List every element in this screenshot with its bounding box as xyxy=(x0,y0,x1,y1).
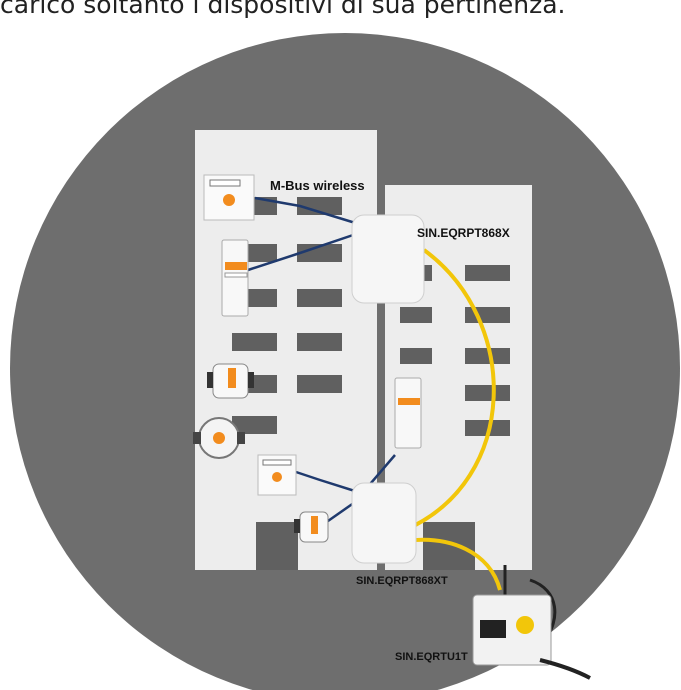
label-mbus-wireless: M-Bus wireless xyxy=(270,178,365,193)
water-meter-2 xyxy=(294,511,329,543)
door-left xyxy=(256,522,298,570)
heat-meter-right xyxy=(394,377,422,449)
thermometer-icon xyxy=(228,368,236,388)
label-repeater-top: SIN.EQRPT868X xyxy=(417,226,510,240)
water-meter-1 xyxy=(207,363,254,399)
rtu-device xyxy=(472,565,591,680)
heat-meter-top xyxy=(221,239,249,317)
drop-icon xyxy=(213,432,225,444)
cable-yellow-to-rtu xyxy=(404,537,502,591)
caption-text: carico soltanto i dispositivi di sua per… xyxy=(0,0,566,19)
repeater-top xyxy=(351,214,425,304)
label-repeater-bottom: SIN.EQRPT868XT xyxy=(356,575,448,587)
heat-cost-allocator-top xyxy=(203,174,255,221)
water-meter-round xyxy=(193,417,245,459)
repeater-bottom xyxy=(351,482,417,564)
door-right xyxy=(423,522,475,570)
building-left-windows xyxy=(232,197,342,434)
label-rtu: SIN.EQRTU1T xyxy=(395,651,468,663)
building-right-windows xyxy=(400,265,510,436)
heat-cost-allocator-bottom xyxy=(257,454,297,496)
cable-yellow-main xyxy=(404,248,496,532)
bulb-icon xyxy=(223,194,235,206)
